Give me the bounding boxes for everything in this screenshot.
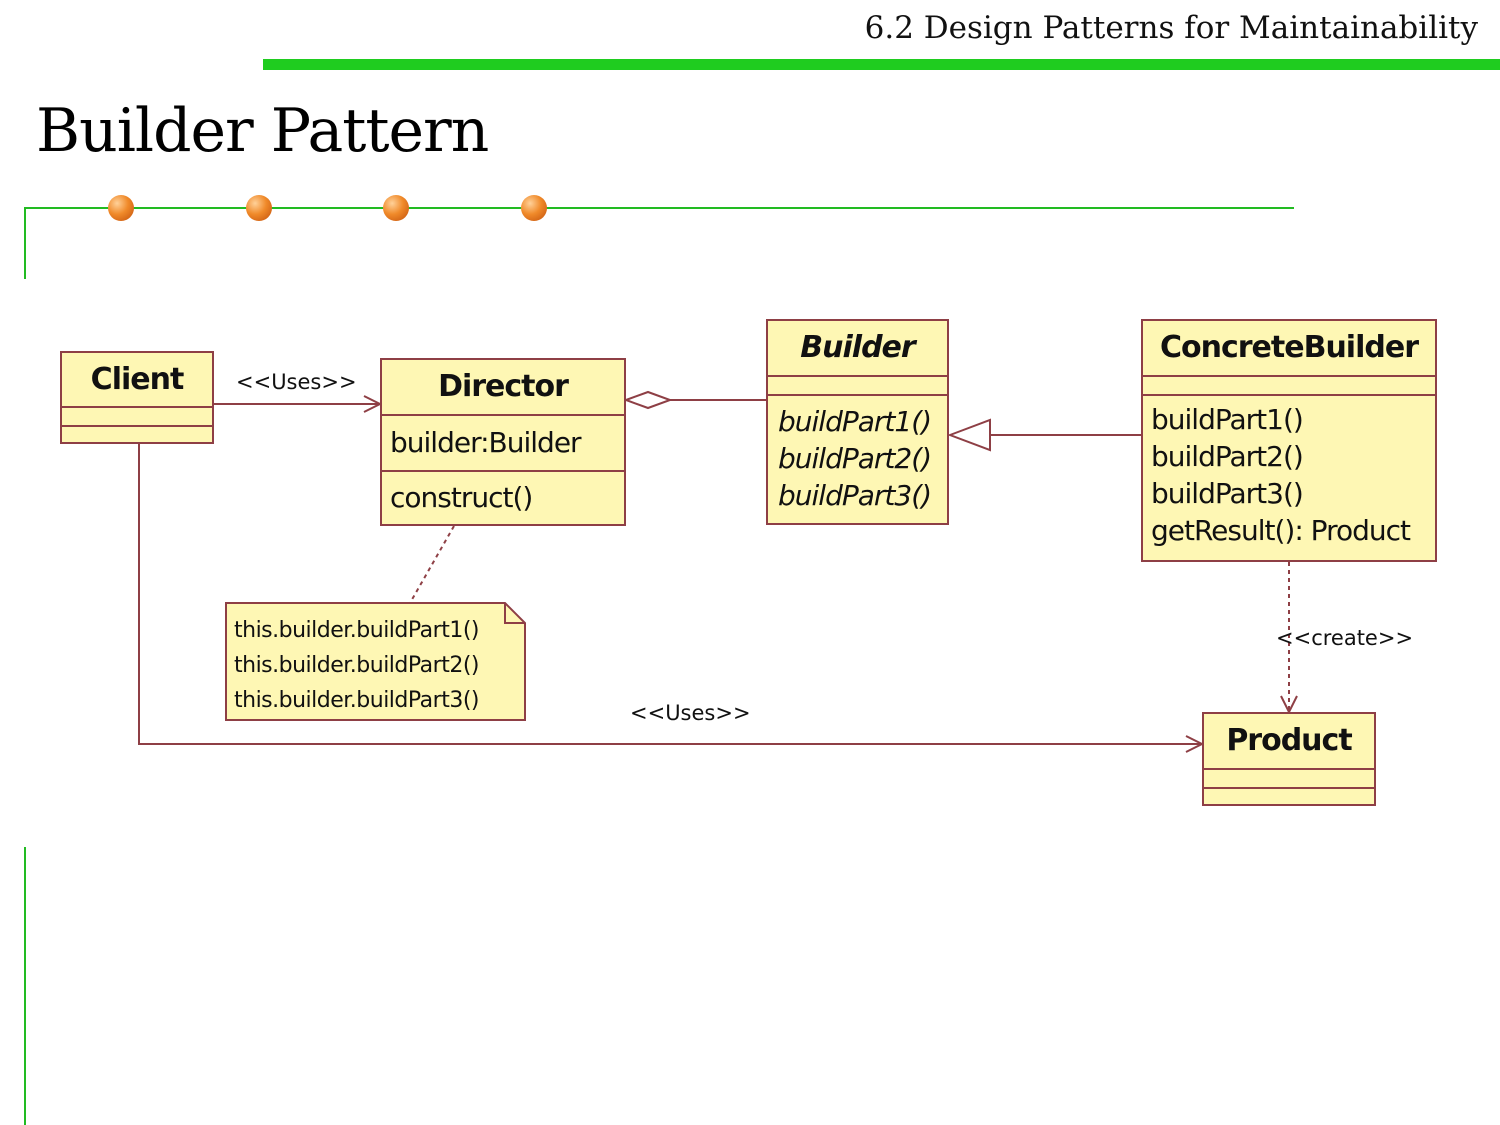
class-director-operations: construct()	[382, 472, 624, 524]
note-line: this.builder.buildPart2()	[234, 653, 479, 678]
class-builder-attributes	[768, 377, 947, 396]
note-line: this.builder.buildPart3()	[234, 688, 479, 713]
operation: getResult(): Product	[1151, 514, 1411, 547]
class-client-operations	[62, 427, 212, 442]
create-label: <<create>>	[1276, 626, 1414, 650]
class-concrete-builder-attributes	[1143, 377, 1435, 396]
generalization-triangle	[947, 418, 991, 452]
class-product-operations	[1204, 789, 1374, 804]
bullet-dot-3	[383, 195, 409, 221]
operation: buildPart2()	[1151, 440, 1304, 473]
bullet-dot-1	[108, 195, 134, 221]
note-fold	[504, 603, 525, 624]
class-director-name: Director	[382, 360, 624, 416]
client-product-uses-label: <<Uses>>	[630, 701, 751, 725]
operation: buildPart3()	[778, 479, 932, 512]
class-builder-name: Builder	[768, 321, 947, 377]
class-product-attributes	[1204, 770, 1374, 789]
header-title: 6.2 Design Patterns for Maintainability	[864, 10, 1478, 46]
attribute: builder:Builder	[390, 426, 582, 459]
bullet-dot-4	[521, 195, 547, 221]
class-builder-operations: buildPart1() buildPart2() buildPart3()	[768, 396, 947, 523]
class-client-name: Client	[62, 353, 212, 408]
note-anchor	[409, 525, 455, 604]
client-director-uses-label: <<Uses>>	[236, 370, 357, 394]
class-client[interactable]: Client	[60, 351, 214, 444]
header-accent-bar	[263, 59, 1500, 70]
client-product-association	[138, 444, 1202, 745]
class-director-attributes: builder:Builder	[382, 416, 624, 472]
class-concrete-builder-name: ConcreteBuilder	[1143, 321, 1435, 377]
title-divider-line	[24, 207, 1294, 209]
operation: buildPart3()	[1151, 477, 1304, 510]
class-concrete-builder[interactable]: ConcreteBuilder buildPart1() buildPart2(…	[1141, 319, 1437, 562]
note-text: this.builder.buildPart1() this.builder.b…	[234, 613, 479, 718]
class-concrete-builder-operations: buildPart1() buildPart2() buildPart3() g…	[1143, 396, 1435, 560]
operation: construct()	[390, 481, 533, 514]
operation: buildPart2()	[778, 442, 932, 475]
left-border-bottom	[24, 847, 26, 1125]
operation: buildPart1()	[1151, 403, 1304, 436]
class-product-name: Product	[1204, 714, 1374, 770]
class-client-attributes	[62, 408, 212, 427]
aggregation-diamond	[623, 390, 673, 410]
note-line: this.builder.buildPart1()	[234, 618, 479, 643]
bullet-dot-2	[246, 195, 272, 221]
class-director[interactable]: Director builder:Builder construct()	[380, 358, 626, 526]
class-product[interactable]: Product	[1202, 712, 1376, 806]
operation: buildPart1()	[778, 405, 932, 438]
slide-title: Builder Pattern	[36, 96, 489, 166]
note-body	[225, 602, 526, 721]
left-border-top	[24, 207, 26, 279]
class-builder[interactable]: Builder buildPart1() buildPart2() buildP…	[766, 319, 949, 525]
